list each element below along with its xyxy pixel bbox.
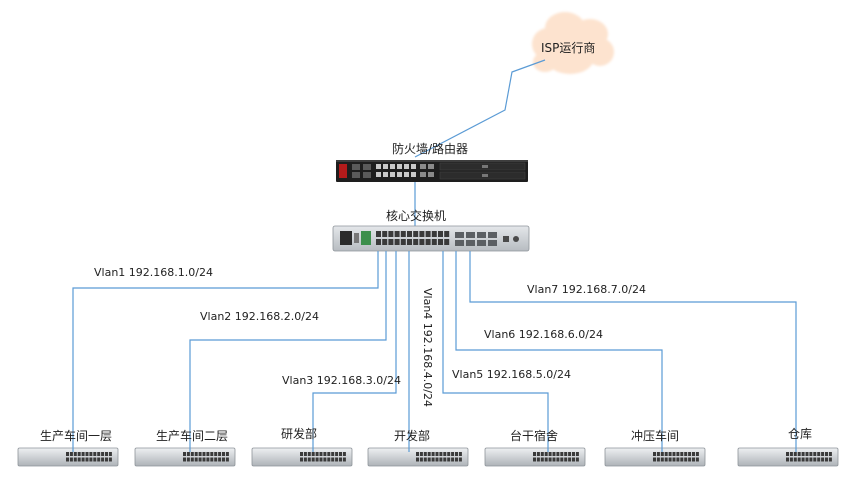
- core-switch-port: [407, 239, 412, 245]
- vlan2-label: Vlan2 192.168.2.0/24: [200, 310, 319, 323]
- dept2-label: 生产车间二层: [156, 429, 229, 443]
- core-switch-port: [425, 239, 431, 245]
- core-switch-port: [444, 239, 450, 245]
- vlan7-link: [469, 251, 797, 452]
- core-switch-port: [388, 231, 394, 237]
- core-switch-port: [419, 239, 425, 245]
- vlan7-label: Vlan7 192.168.7.0/24: [527, 283, 646, 296]
- core-switch-port: [431, 239, 437, 245]
- dept5-label: 台干宿舍: [510, 429, 559, 443]
- core-switch-port: [376, 231, 381, 237]
- vlan6-label: Vlan6 192.168.6.0/24: [484, 328, 603, 341]
- dept4-label: 开发部: [394, 429, 431, 443]
- core-switch-port: [382, 231, 388, 237]
- core-switch-port: [431, 231, 437, 237]
- vlan1-label: Vlan1 192.168.1.0/24: [94, 266, 213, 279]
- core-switch-port: [407, 231, 412, 237]
- core-switch-port: [419, 231, 425, 237]
- access-switch-dept1: [17, 447, 119, 467]
- dept1-label: 生产车间一层: [40, 429, 113, 443]
- dept7-label: 仓库: [788, 427, 813, 441]
- vlan6-link: [455, 251, 663, 452]
- vlan5-link: [442, 251, 549, 452]
- isp-cloud-icon: [532, 12, 614, 74]
- core-switch-port: [444, 231, 450, 237]
- dept6-label: 冲压车间: [631, 429, 680, 443]
- access-switch-dept6: [604, 447, 706, 467]
- vlan4-label: Vlan4 192.168.4.0/24: [421, 288, 434, 407]
- isp-uplink: [414, 59, 546, 158]
- core-switch-port: [413, 231, 419, 237]
- core-switch-port: [394, 231, 400, 237]
- access-switch-dept2: [134, 447, 236, 467]
- dept3-label: 研发部: [281, 427, 318, 441]
- core-switch-port: [376, 239, 381, 245]
- core-switch-port: [425, 231, 431, 237]
- core-switch-device: [332, 225, 530, 252]
- firewall-label: 防火墙/路由器: [392, 142, 469, 156]
- core-switch-port: [394, 239, 400, 245]
- vlan3-link: [312, 251, 397, 452]
- vlan2-link: [189, 251, 387, 452]
- core-switch-port: [400, 231, 406, 237]
- core-switch-port: [382, 239, 388, 245]
- core-switch-label: 核心交换机: [386, 209, 447, 223]
- firewall-router-device: [336, 160, 528, 182]
- core-switch-port: [388, 239, 394, 245]
- core-switch-port: [438, 239, 443, 245]
- vlan3-label: Vlan3 192.168.3.0/24: [282, 374, 401, 387]
- core-switch-port: [438, 231, 443, 237]
- access-switch-dept3: [251, 447, 353, 467]
- core-switch-port: [413, 239, 419, 245]
- core-switch-port: [400, 239, 406, 245]
- access-switch-dept4: [367, 447, 469, 467]
- vlan1-link: [72, 251, 379, 452]
- vlan-links: [72, 251, 797, 452]
- vlan5-label: Vlan5 192.168.5.0/24: [452, 368, 571, 381]
- isp-label: ISP运行商: [541, 41, 596, 55]
- access-switch-dept7: [737, 447, 839, 467]
- access-switch-dept5: [484, 447, 586, 467]
